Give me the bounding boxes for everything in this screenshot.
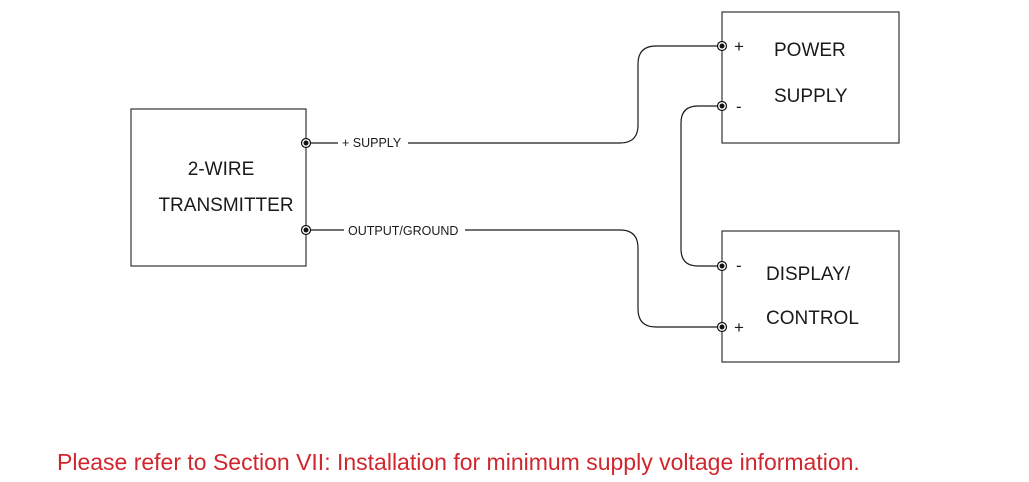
power-supply-minus-terminal [716,100,728,112]
power-supply-block: POWER SUPPLY + - [721,11,900,144]
supply-wire-label: + SUPPLY [342,136,402,150]
display-control-block: DISPLAY/ CONTROL - + [721,230,900,363]
transmitter-label-line1: 2-WIRE [188,159,255,180]
power-supply-minus-sign: - [736,97,742,116]
supply-wire [306,45,722,144]
output-ground-wire-label: OUTPUT/GROUND [348,224,458,238]
display-control-box [721,230,900,363]
transmitter-supply-terminal [300,137,312,149]
supply-voltage-note: Please refer to Section VII: Installatio… [57,449,860,475]
display-control-minus-terminal [716,260,728,272]
return-wire [680,105,722,267]
display-control-label-line2: CONTROL [766,308,859,329]
power-supply-box [721,11,900,144]
power-supply-label-line1: POWER [774,40,846,61]
transmitter-box [130,108,307,267]
output-ground-wire [306,229,722,328]
power-supply-plus-sign: + [734,37,744,56]
transmitter-block: 2-WIRE TRANSMITTER [130,108,307,267]
power-supply-plus-terminal [716,40,728,52]
power-supply-label-line2: SUPPLY [774,86,848,107]
display-control-plus-sign: + [734,318,744,337]
transmitter-output-terminal [300,224,312,236]
display-control-label-line1: DISPLAY/ [766,264,851,285]
display-control-plus-terminal [716,321,728,333]
display-control-minus-sign: - [736,256,742,275]
transmitter-label-line2: TRANSMITTER [158,195,293,216]
